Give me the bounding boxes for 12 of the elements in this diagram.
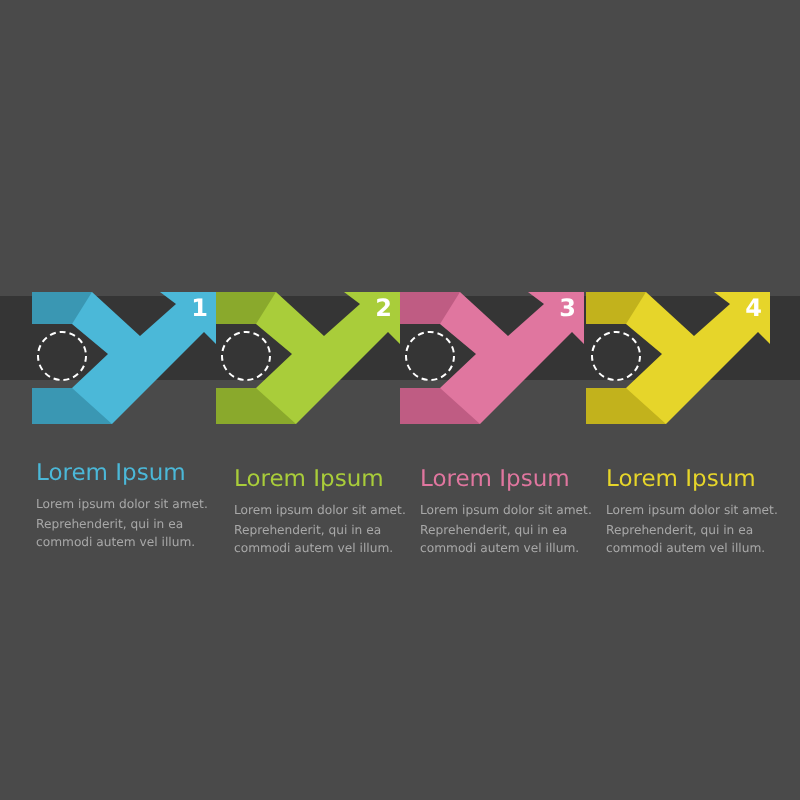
step-title: Lorem Ipsum bbox=[606, 464, 756, 492]
step-number: 1 bbox=[191, 294, 208, 322]
arrow-shape bbox=[400, 292, 584, 424]
arrow-shape bbox=[586, 292, 770, 424]
step-title: Lorem Ipsum bbox=[36, 458, 186, 486]
step-title: Lorem Ipsum bbox=[234, 464, 384, 492]
step-number: 3 bbox=[559, 294, 576, 322]
step-title: Lorem Ipsum bbox=[420, 464, 570, 492]
arrow-shape bbox=[216, 292, 400, 424]
arrow-shape bbox=[32, 292, 216, 424]
step-number: 2 bbox=[375, 294, 392, 322]
step-number: 4 bbox=[745, 294, 762, 322]
